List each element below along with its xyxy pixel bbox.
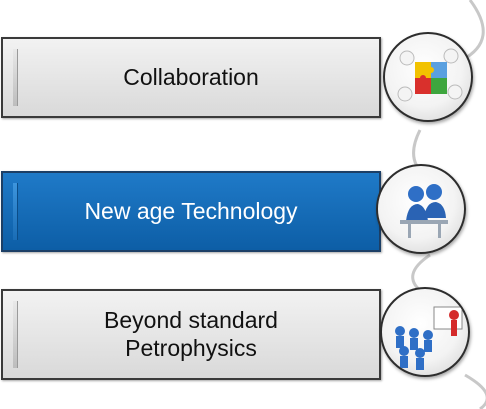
new-age-technology-card: New age Technology (1, 171, 381, 252)
collaboration-label: Collaboration (123, 63, 259, 90)
presentation-audience-icon (380, 287, 470, 377)
people-at-computer-icon (376, 164, 466, 254)
new-age-technology-label: New age Technology (84, 197, 298, 224)
puzzle-team-icon (383, 32, 473, 122)
card-edge (13, 301, 18, 368)
card-edge (13, 49, 18, 106)
beyond-standard-petrophysics-card: Beyond standard Petrophysics (1, 289, 381, 380)
card-edge (13, 183, 18, 240)
collaboration-card: Collaboration (1, 37, 381, 118)
beyond-standard-petrophysics-label: Beyond standard Petrophysics (104, 306, 278, 361)
